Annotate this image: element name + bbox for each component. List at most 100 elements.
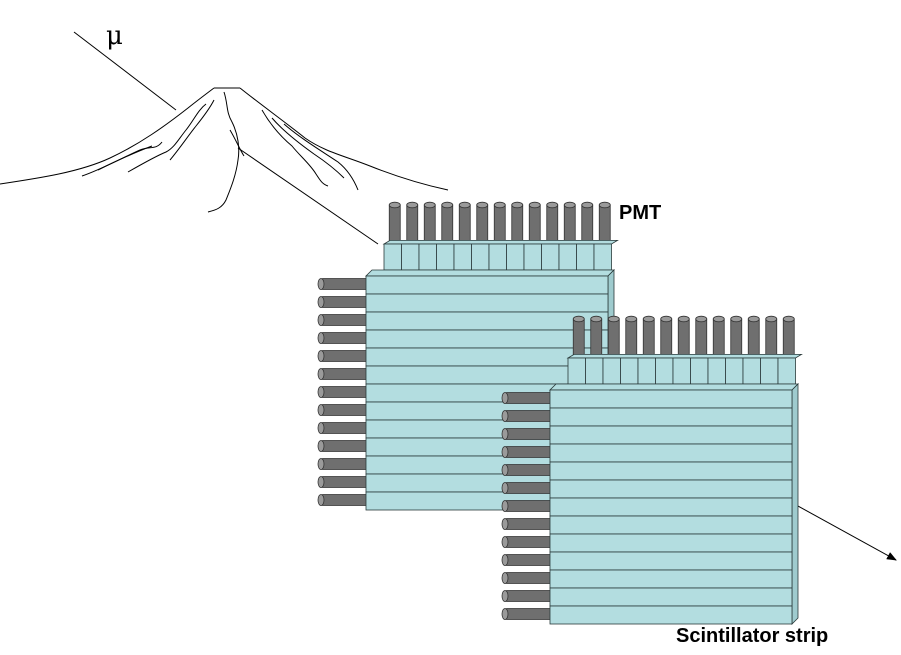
horizontal-scintillator-strip <box>549 533 793 553</box>
pmt-tube-side <box>504 518 554 530</box>
horizontal-scintillator-strip <box>549 551 793 571</box>
pmt-tube-cap <box>581 201 594 209</box>
pmt-tube-side <box>504 446 554 458</box>
horizontal-scintillator-strip <box>365 329 609 349</box>
volcano-gully-2 <box>97 145 153 171</box>
horizontal-scintillator-strip <box>549 515 793 535</box>
pmt-tube-cap <box>493 201 506 209</box>
vertical-scintillator-strip <box>725 357 744 385</box>
horizontal-scintillator-strip <box>549 479 793 499</box>
vertical-scintillator-strip <box>637 357 656 385</box>
horizontal-scintillator-strip <box>549 389 793 409</box>
pmt-tube-cap <box>501 464 509 476</box>
pmt-tube-cap <box>598 201 611 209</box>
vertical-scintillator-strip <box>383 243 402 271</box>
pmt-tube-cap <box>501 392 509 404</box>
pmt-tube-cap <box>317 422 325 434</box>
pmt-tube-side <box>504 410 554 422</box>
pmt-tube-cap <box>317 296 325 308</box>
pmt-tube-side <box>320 476 370 488</box>
pmt-tube-cap <box>590 315 603 323</box>
strip-top-face <box>382 239 619 245</box>
pmt-tube-cap <box>317 314 325 326</box>
pmt-tube-cap <box>501 446 509 458</box>
pmt-tube-cap <box>712 315 725 323</box>
pmt-tube-cap <box>317 476 325 488</box>
pmt-tube-cap <box>317 458 325 470</box>
horizontal-scintillator-strip <box>549 605 793 625</box>
pmt-tube-cap <box>730 315 743 323</box>
pmt-tube-cap <box>317 368 325 380</box>
pmt-tube-side <box>320 350 370 362</box>
pmt-tube-cap <box>476 201 489 209</box>
pmt-tube-side <box>320 422 370 434</box>
pmt-tube-side <box>320 368 370 380</box>
pmt-tube-cap <box>695 315 708 323</box>
pmt-tube-side <box>504 572 554 584</box>
pmt-tube-side <box>504 500 554 512</box>
vertical-scintillator-strip <box>602 357 621 385</box>
pmt-tube-cap <box>317 278 325 290</box>
pmt-tube-cap <box>501 410 509 422</box>
vertical-scintillator-strip <box>585 357 604 385</box>
horizontal-scintillator-strip <box>549 587 793 607</box>
horizontal-scintillator-strip <box>549 425 793 445</box>
pmt-tube-cap <box>563 201 576 209</box>
horizontal-scintillator-strip <box>549 497 793 517</box>
vertical-scintillator-strip <box>777 357 796 385</box>
pmt-tube-cap <box>501 500 509 512</box>
volcano-gully-8 <box>271 117 345 179</box>
vertical-scintillator-strip <box>506 243 525 271</box>
strip-top-face <box>566 353 803 359</box>
pmt-tube-cap <box>501 572 509 584</box>
horizontal-scintillator-strip <box>365 293 609 313</box>
pmt-tube-side <box>320 296 370 308</box>
vertical-scintillator-strip <box>567 357 586 385</box>
detector-plane-rear <box>501 315 803 625</box>
muon-track-incoming <box>73 31 177 111</box>
vertical-scintillator-strip <box>488 243 507 271</box>
pmt-tube-cap <box>572 315 585 323</box>
volcano-gully-9 <box>283 123 359 191</box>
vertical-scintillator-strip <box>523 243 542 271</box>
horizontal-scintillator-strip <box>365 311 609 331</box>
pmt-tube-side <box>504 428 554 440</box>
vertical-scintillator-strip <box>707 357 726 385</box>
pmt-tube-cap <box>607 315 620 323</box>
volcano-right-slope <box>239 87 449 191</box>
vertical-scintillator-strip <box>760 357 779 385</box>
volcano-gully-7 <box>261 109 329 187</box>
pmt-tube-cap <box>782 315 795 323</box>
vertical-scintillator-strip <box>576 243 595 271</box>
pmt-tube-cap <box>747 315 760 323</box>
pmt-tube-side <box>504 392 554 404</box>
pmt-tube-cap <box>317 404 325 416</box>
pmt-tube-side <box>504 554 554 566</box>
volcano-left-slope <box>0 87 215 185</box>
pmt-tube-cap <box>642 315 655 323</box>
pmt-tube-side <box>504 608 554 620</box>
volcano-gully-5 <box>207 91 240 213</box>
pmt-tube-cap <box>317 332 325 344</box>
pmt-tube-cap <box>677 315 690 323</box>
vertical-scintillator-strip <box>655 357 674 385</box>
vertical-scintillator-strip <box>690 357 709 385</box>
pmt-tube-cap <box>546 201 559 209</box>
pmt-label: PMT <box>619 202 661 224</box>
horizontal-scintillator-strip <box>549 569 793 589</box>
volcano-gully-4 <box>169 99 215 161</box>
pmt-tube-cap <box>317 494 325 506</box>
vertical-scintillator-strip <box>672 357 691 385</box>
horizontal-scintillator-strip <box>549 461 793 481</box>
volcano-illustration <box>0 87 449 213</box>
pmt-tube-cap <box>511 201 524 209</box>
pmt-tube-cap <box>528 201 541 209</box>
pmt-tube-cap <box>317 386 325 398</box>
vertical-scintillator-strip <box>471 243 490 271</box>
vertical-scintillator-strip <box>742 357 761 385</box>
pmt-tube-side <box>320 494 370 506</box>
horizontal-scintillator-strip <box>365 275 609 295</box>
pmt-tube-cap <box>501 482 509 494</box>
pmt-tube-side <box>320 440 370 452</box>
